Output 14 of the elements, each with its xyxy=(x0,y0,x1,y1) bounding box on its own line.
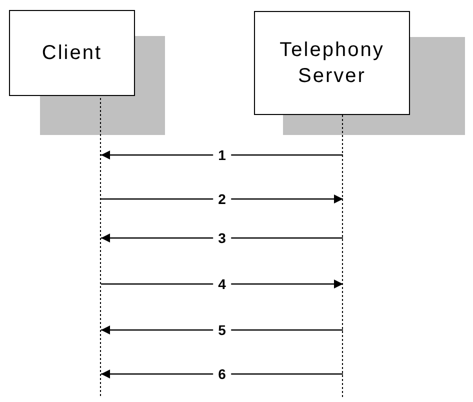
edge-label: 2 xyxy=(213,191,231,207)
edge-label: 1 xyxy=(213,147,231,163)
message-arrow xyxy=(101,370,343,378)
participant-box: Client xyxy=(9,10,135,96)
message-arrow xyxy=(101,194,343,204)
edge-label: 4 xyxy=(213,276,231,292)
edge-label: 3 xyxy=(213,230,231,246)
message-arrow xyxy=(101,234,343,242)
edge-label: 6 xyxy=(213,366,231,382)
participant-box: Telephony Server xyxy=(254,11,410,115)
message-arrow xyxy=(101,150,343,160)
message-arrow xyxy=(101,280,343,288)
message-arrow xyxy=(101,326,343,334)
edge-label: 5 xyxy=(213,322,231,338)
